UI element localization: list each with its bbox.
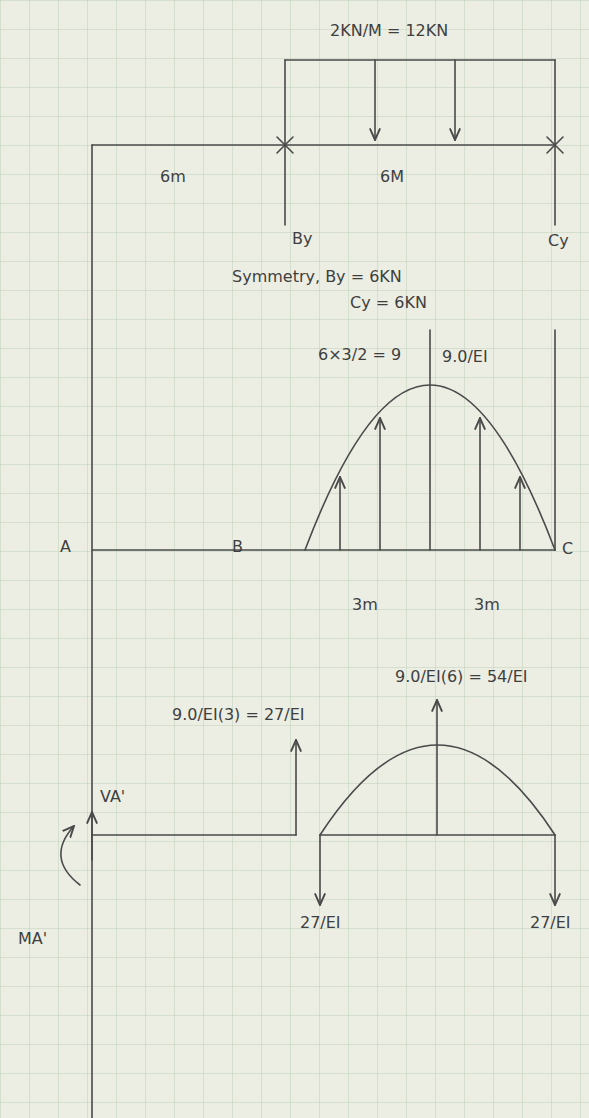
beam-line bbox=[92, 834, 296, 836]
beam-line bbox=[92, 144, 555, 146]
load-arrow bbox=[479, 418, 481, 550]
support-mark bbox=[547, 137, 563, 153]
span-length: 6m bbox=[160, 168, 186, 186]
load-label: 2KN/M = 12KN bbox=[330, 22, 448, 40]
support-line bbox=[284, 60, 286, 225]
force-label: 27/EI bbox=[530, 914, 571, 932]
force-arrow bbox=[319, 835, 321, 905]
force-label: 9.0/EI(3) = 27/EI bbox=[172, 706, 304, 724]
reaction-label: VA' bbox=[100, 788, 125, 806]
note-text: Symmetry, By = 6KN bbox=[232, 268, 402, 286]
force-arrow bbox=[436, 700, 438, 835]
load-arrow bbox=[339, 477, 341, 550]
load-arrow bbox=[374, 60, 376, 140]
force-arrow bbox=[295, 740, 297, 835]
value-label: 6×3/2 = 9 bbox=[318, 346, 401, 364]
pencil-drawing bbox=[61, 60, 563, 1118]
span-length: 3m bbox=[352, 596, 378, 614]
moment-label: MA' bbox=[18, 930, 47, 948]
parabola bbox=[305, 385, 555, 550]
load-arrow bbox=[454, 60, 456, 140]
reaction-arrow bbox=[91, 812, 93, 860]
point-label: C bbox=[562, 540, 573, 558]
support-line bbox=[91, 145, 93, 1118]
load-line bbox=[285, 59, 555, 61]
beam-line bbox=[92, 549, 555, 551]
moment-arrow bbox=[61, 826, 80, 885]
point-label: A bbox=[60, 538, 71, 556]
load-arrow bbox=[379, 418, 381, 550]
reaction-label: Cy bbox=[548, 232, 569, 250]
span-length: 3m bbox=[474, 596, 500, 614]
force-label: 9.0/EI(6) = 54/EI bbox=[395, 668, 527, 686]
point-label: B bbox=[232, 538, 243, 556]
value-label: 9.0/EI bbox=[442, 348, 488, 366]
end-line bbox=[554, 330, 556, 550]
center-line bbox=[429, 330, 431, 550]
span-length: 6M bbox=[380, 168, 404, 186]
reaction-label: By bbox=[292, 230, 312, 248]
force-arrow bbox=[554, 835, 556, 905]
support-mark bbox=[277, 137, 293, 153]
load-arrow bbox=[519, 477, 521, 550]
force-label: 27/EI bbox=[300, 914, 341, 932]
support-line bbox=[554, 60, 556, 225]
note-text: Cy = 6KN bbox=[350, 294, 427, 312]
